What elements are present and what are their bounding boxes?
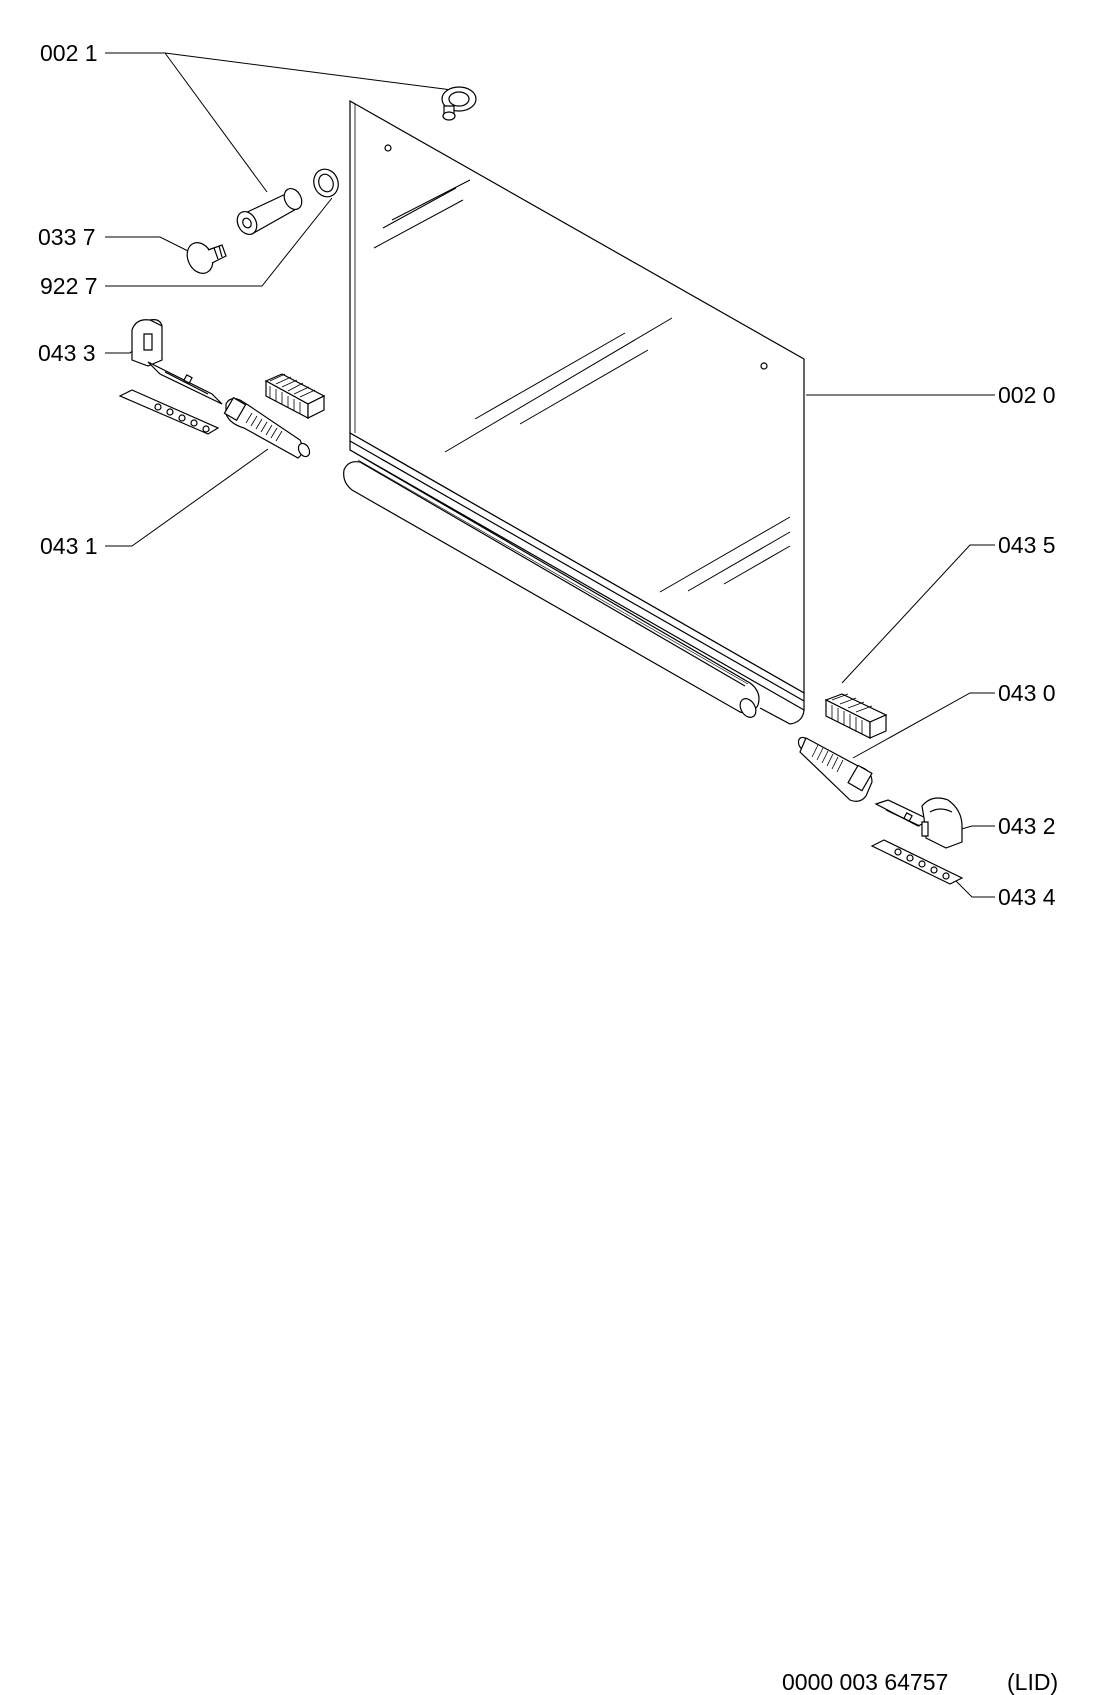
part-label-0021: 002 1 <box>40 40 98 66</box>
section-name: (LID) <box>1007 1669 1059 1695</box>
perforated-plate-left <box>120 390 218 434</box>
part-label-0430: 043 0 <box>998 680 1056 706</box>
document-number: 0000 003 64757 <box>782 1669 949 1695</box>
part-label-0432: 043 2 <box>998 813 1056 839</box>
part-label-9227: 922 7 <box>40 273 98 299</box>
glass-panel <box>344 101 804 724</box>
glass-reflection-lines <box>374 180 790 592</box>
hinge-housing-left <box>132 320 222 404</box>
leader-0021-c <box>165 53 267 192</box>
part-label-0337: 033 7 <box>38 224 96 250</box>
rubber-pad-left <box>266 374 324 418</box>
leader-0435 <box>842 545 995 683</box>
hinge-housing-right <box>876 798 962 848</box>
mount-hole-left <box>385 145 391 151</box>
leader-9227 <box>105 198 332 286</box>
hinge-pin-left <box>224 398 311 459</box>
part-label-0433: 043 3 <box>38 340 96 366</box>
mount-hole-right <box>761 363 767 369</box>
perforated-plate-right <box>872 840 962 884</box>
leader-lines <box>105 53 995 897</box>
part-label-0435: 043 5 <box>998 532 1056 558</box>
spacer-tube <box>233 186 305 238</box>
hinge-pin-right <box>796 735 872 801</box>
washer <box>310 166 342 201</box>
leader-0430 <box>853 693 995 758</box>
mounting-stud <box>442 87 476 120</box>
handle-end-cap <box>737 696 759 720</box>
leader-0337 <box>105 237 192 253</box>
leader-0432 <box>958 826 995 830</box>
rubber-pad-right <box>826 694 886 738</box>
part-label-0020: 002 0 <box>998 382 1056 408</box>
part-label-0434: 043 4 <box>998 884 1056 910</box>
knob-cap <box>182 238 226 277</box>
part-label-0431: 043 1 <box>40 533 98 559</box>
leader-0021-b <box>165 53 452 90</box>
leader-0431 <box>105 449 268 546</box>
leader-0434 <box>955 880 995 897</box>
